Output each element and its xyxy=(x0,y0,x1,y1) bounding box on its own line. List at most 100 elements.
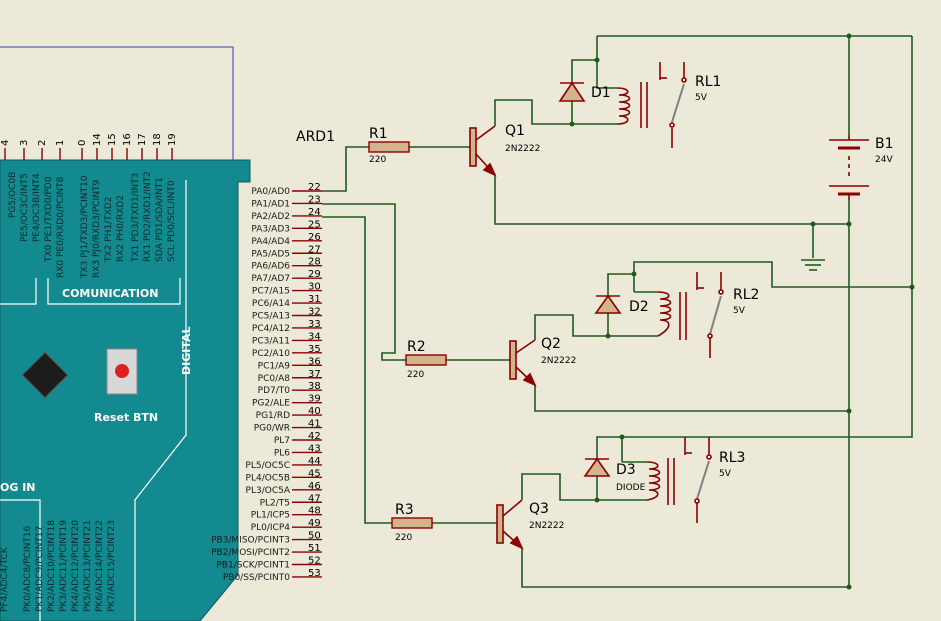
d3-label: D3 xyxy=(616,462,636,478)
right-pin-label: PA5/AD5 xyxy=(251,249,290,259)
right-pin-label: PD7/T0 xyxy=(258,386,291,396)
top-pin-label: PE5/OC3C/INT5 xyxy=(20,173,30,242)
digital-label: DIGITAL xyxy=(180,326,193,375)
top-pin-number: 1 xyxy=(55,140,66,146)
top-pin-number: 4 xyxy=(0,140,11,146)
right-pin-number: 24 xyxy=(308,207,321,218)
right-pin-number: 36 xyxy=(308,356,321,367)
top-pin-number: 15 xyxy=(107,133,118,146)
bottom-pin-label: PK6/ADC14/PCINT22 xyxy=(95,520,105,612)
top-pin-number: 14 xyxy=(92,133,103,146)
right-pin-number: 29 xyxy=(308,269,321,280)
rl1-value: 5V xyxy=(695,93,708,103)
top-pin-label: RX3 PJ0/RXD3/PCINT9 xyxy=(92,179,102,278)
right-pin-number: 23 xyxy=(308,194,321,205)
right-pin-number: 49 xyxy=(308,518,321,529)
right-pin-number: 52 xyxy=(308,556,321,567)
top-pin-label: SCL PD0/SCL/INT0 xyxy=(167,180,177,262)
right-pin-label: PB0/SS/PCINT0 xyxy=(223,573,290,583)
right-pin-number: 51 xyxy=(308,543,321,554)
d1-label: D1 xyxy=(591,85,611,101)
right-pin-label: PL0/ICP4 xyxy=(251,523,291,533)
relay-rl2[interactable] xyxy=(657,272,724,358)
digital-bracket xyxy=(134,180,187,621)
transistor-q1[interactable] xyxy=(469,125,497,177)
bottom-pin-label: PK3/ADC11/PCINT19 xyxy=(59,520,69,612)
right-pin-number: 44 xyxy=(308,456,321,467)
right-pin-label: PA3/AD3 xyxy=(251,224,290,234)
right-pin-label: PL4/OC5B xyxy=(246,473,290,483)
bottom-pin-label: PK1/ADC9/PCINT17 xyxy=(35,526,45,612)
diode-d2[interactable] xyxy=(594,294,622,314)
right-pin-number: 33 xyxy=(308,319,321,330)
rl2-value: 5V xyxy=(733,306,746,316)
right-pin-label: PA4/AD4 xyxy=(251,237,290,247)
r1-value: 220 xyxy=(369,155,386,165)
right-pin-label: PC0/A8 xyxy=(258,374,291,384)
arduino-board[interactable]: 4 3 2 1 0 14 15 16 17 18 19 PG5/OC0B PE5… xyxy=(0,46,251,621)
relay-rl1[interactable] xyxy=(616,62,687,148)
r3-label: R3 xyxy=(395,502,414,518)
right-pin-labels: PA0/AD0PA1/AD1PA2/AD2PA3/AD3PA4/AD4PA5/A… xyxy=(211,187,291,583)
right-pin-number: 39 xyxy=(308,394,321,405)
battery-b1[interactable] xyxy=(829,135,869,200)
right-pin-number: 28 xyxy=(308,257,321,268)
bottom-pin-label: PF4/ADC4/TCK xyxy=(0,546,10,612)
reset-button[interactable] xyxy=(106,348,138,395)
top-pin-number: 17 xyxy=(137,133,148,146)
right-pin-number: 48 xyxy=(308,506,321,517)
right-pin-label: PB1/SCK/PCINT1 xyxy=(216,561,290,571)
top-pin-label: PE4/OC3B/INT4 xyxy=(32,173,42,242)
right-pin-label: PG1/RD xyxy=(256,411,290,421)
right-pin-number: 30 xyxy=(308,282,321,293)
bottom-pin-label: PK4/ADC12/PCINT20 xyxy=(71,520,81,612)
right-pin-label: PB2/MOSI/PCINT2 xyxy=(211,548,290,558)
top-pin-label: RX1 PD2/RXD1/INT2 xyxy=(143,171,153,262)
analog-label: OG IN xyxy=(0,481,36,494)
right-pin-number: 41 xyxy=(308,419,321,430)
transistor-q3[interactable] xyxy=(496,499,524,550)
bottom-pin-labels: PF4/ADC4/TCK PK0/ADC8/PCINT16 PK1/ADC9/P… xyxy=(0,520,117,612)
resistor-r2[interactable] xyxy=(405,354,447,366)
right-pin-number: 34 xyxy=(308,331,321,342)
right-pin-number: 40 xyxy=(308,406,321,417)
top-pin-number: 16 xyxy=(122,133,133,146)
top-pin-label: PG5/OC0B xyxy=(8,172,18,218)
right-pin-label: PC4/A12 xyxy=(252,324,290,334)
bottom-pin-label: PK2/ADC10/PCINT18 xyxy=(47,520,57,612)
q2-value: 2N2222 xyxy=(541,356,576,366)
right-pin-number: 25 xyxy=(308,219,321,230)
right-pin-label: PG2/ALE xyxy=(252,399,290,409)
top-pin-number: 0 xyxy=(77,140,88,146)
right-pin-number: 22 xyxy=(308,182,321,193)
right-pin-label: PL2/T5 xyxy=(260,498,290,508)
transistor-q2[interactable] xyxy=(509,339,537,387)
right-pin-number: 50 xyxy=(308,531,321,542)
mcu-chip xyxy=(21,351,69,399)
diode-d1[interactable] xyxy=(558,81,586,102)
relay-rl3[interactable] xyxy=(646,437,712,523)
rl3-label: RL3 xyxy=(719,450,745,466)
top-pin-numbers: 4 3 2 1 0 14 15 16 17 18 19 xyxy=(0,133,178,146)
r2-value: 220 xyxy=(407,370,424,380)
top-pin-label: RX0 PE0/RXD0/PCINT8 xyxy=(56,176,66,278)
diode-d3[interactable] xyxy=(583,457,611,477)
resistor-r1[interactable] xyxy=(368,141,410,153)
right-pin-stubs xyxy=(292,190,322,578)
q3-label: Q3 xyxy=(529,501,549,517)
resistor-r3[interactable] xyxy=(391,517,433,529)
bottom-pin-label: PK5/ADC13/PCINT21 xyxy=(83,520,93,612)
top-pin-label: SDA PD1/SDA/INT1 xyxy=(155,177,165,262)
right-pin-number: 26 xyxy=(308,232,321,243)
junctions xyxy=(569,33,915,590)
right-pin-label: PC7/A15 xyxy=(252,287,290,297)
top-pin-label: RX2 PH0/RXD2 xyxy=(116,195,126,262)
top-pin-label: TX2 PH1/TXD2 xyxy=(104,196,114,263)
communication-bracket xyxy=(47,278,181,305)
right-pin-label: PC2/A10 xyxy=(252,349,290,359)
d3-value: DIODE xyxy=(616,483,646,493)
right-pin-label: PC3/A11 xyxy=(252,336,290,346)
right-pin-number: 47 xyxy=(308,493,321,504)
top-pin-label: TX3 PJ1/TXD3/PCINT10 xyxy=(80,175,90,279)
